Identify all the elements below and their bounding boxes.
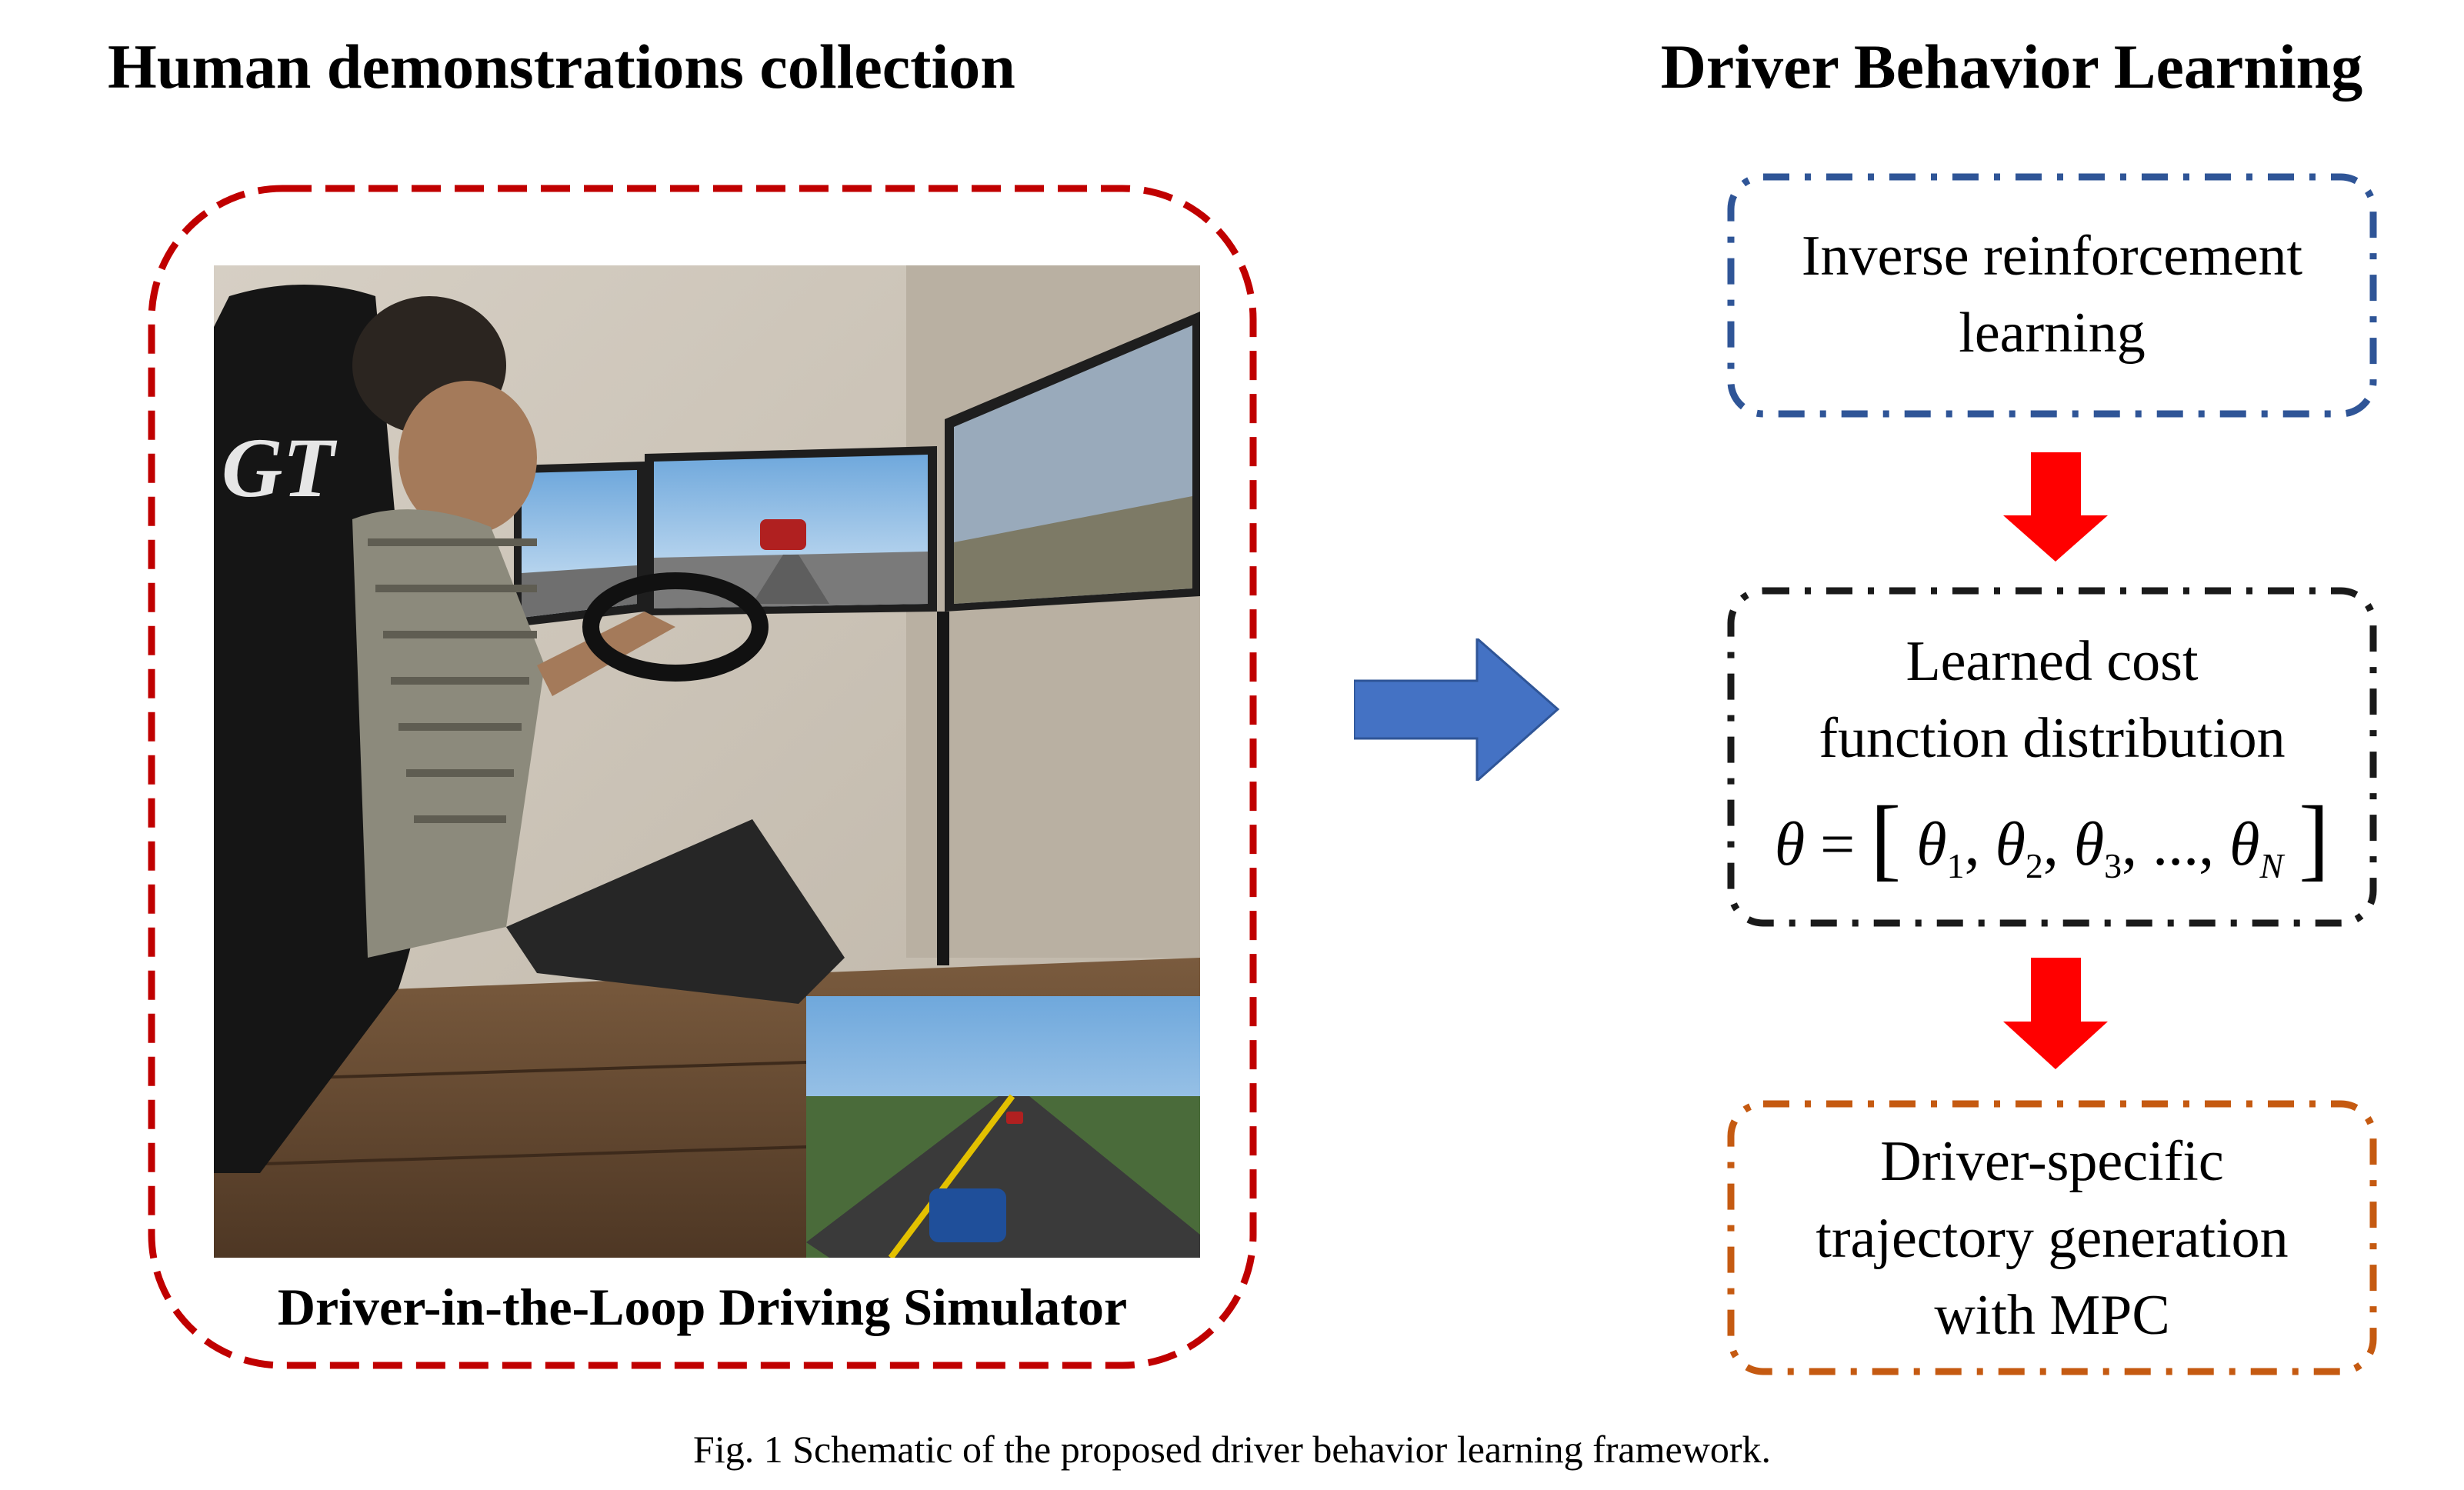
down-arrow-2 [2003, 958, 2108, 1069]
figure-caption: Fig. 1 Schematic of the proposed driver … [693, 1428, 1771, 1471]
theta-formula: θ = [ θ1, θ2, θ3, ..., θN ] [1774, 787, 2330, 889]
flow-arrow [1354, 638, 1560, 781]
formula-theta-2: θ [1995, 811, 2026, 878]
cost-box [1727, 587, 2377, 927]
cost-box-text: Learned cost function distribution [1731, 623, 2373, 777]
right-panel-title: Driver Behavior Learning [1660, 32, 2363, 102]
irl-line-2: learning [1959, 302, 2146, 365]
left-panel-title: Human demonstrations collection [108, 32, 1015, 102]
formula-theta: θ [1774, 811, 1805, 878]
irl-box [1727, 173, 2377, 418]
simulator-label: Driver-in-the-Loop Driving Simulator [277, 1278, 1128, 1336]
cost-line-1: Learned cost [1906, 630, 2199, 693]
formula-sub-3: 3 [2104, 846, 2122, 885]
formula-close-bracket: ] [2299, 787, 2330, 889]
formula-open-bracket: [ [1870, 787, 1902, 889]
svg-text:GT: GT [222, 421, 337, 515]
formula-theta-1: θ [1916, 811, 1947, 878]
irl-line-1: Inverse reinforcement [1801, 225, 2303, 288]
mpc-box-text: Driver-specific trajectory generation wi… [1731, 1123, 2373, 1354]
mpc-line-1: Driver-specific [1880, 1130, 2224, 1193]
cost-line-2: function distribution [1819, 707, 2286, 770]
formula-sub-2: 2 [2025, 846, 2043, 885]
formula-ellipsis: ..., [2152, 811, 2215, 878]
formula-theta-3: θ [2073, 811, 2105, 878]
mpc-line-2: trajectory generation [1815, 1207, 2289, 1270]
formula-sub-n: N [2259, 846, 2284, 885]
down-arrow-1 [2003, 452, 2108, 562]
formula-equals: = [1820, 811, 1856, 878]
formula-theta-n: θ [2229, 811, 2260, 878]
mpc-line-3: with MPC [1934, 1284, 2170, 1347]
simulator-photo: GT [214, 265, 1200, 1258]
formula-sub-1: 1 [1946, 846, 1965, 885]
irl-box-text: Inverse reinforcement learning [1731, 218, 2373, 372]
